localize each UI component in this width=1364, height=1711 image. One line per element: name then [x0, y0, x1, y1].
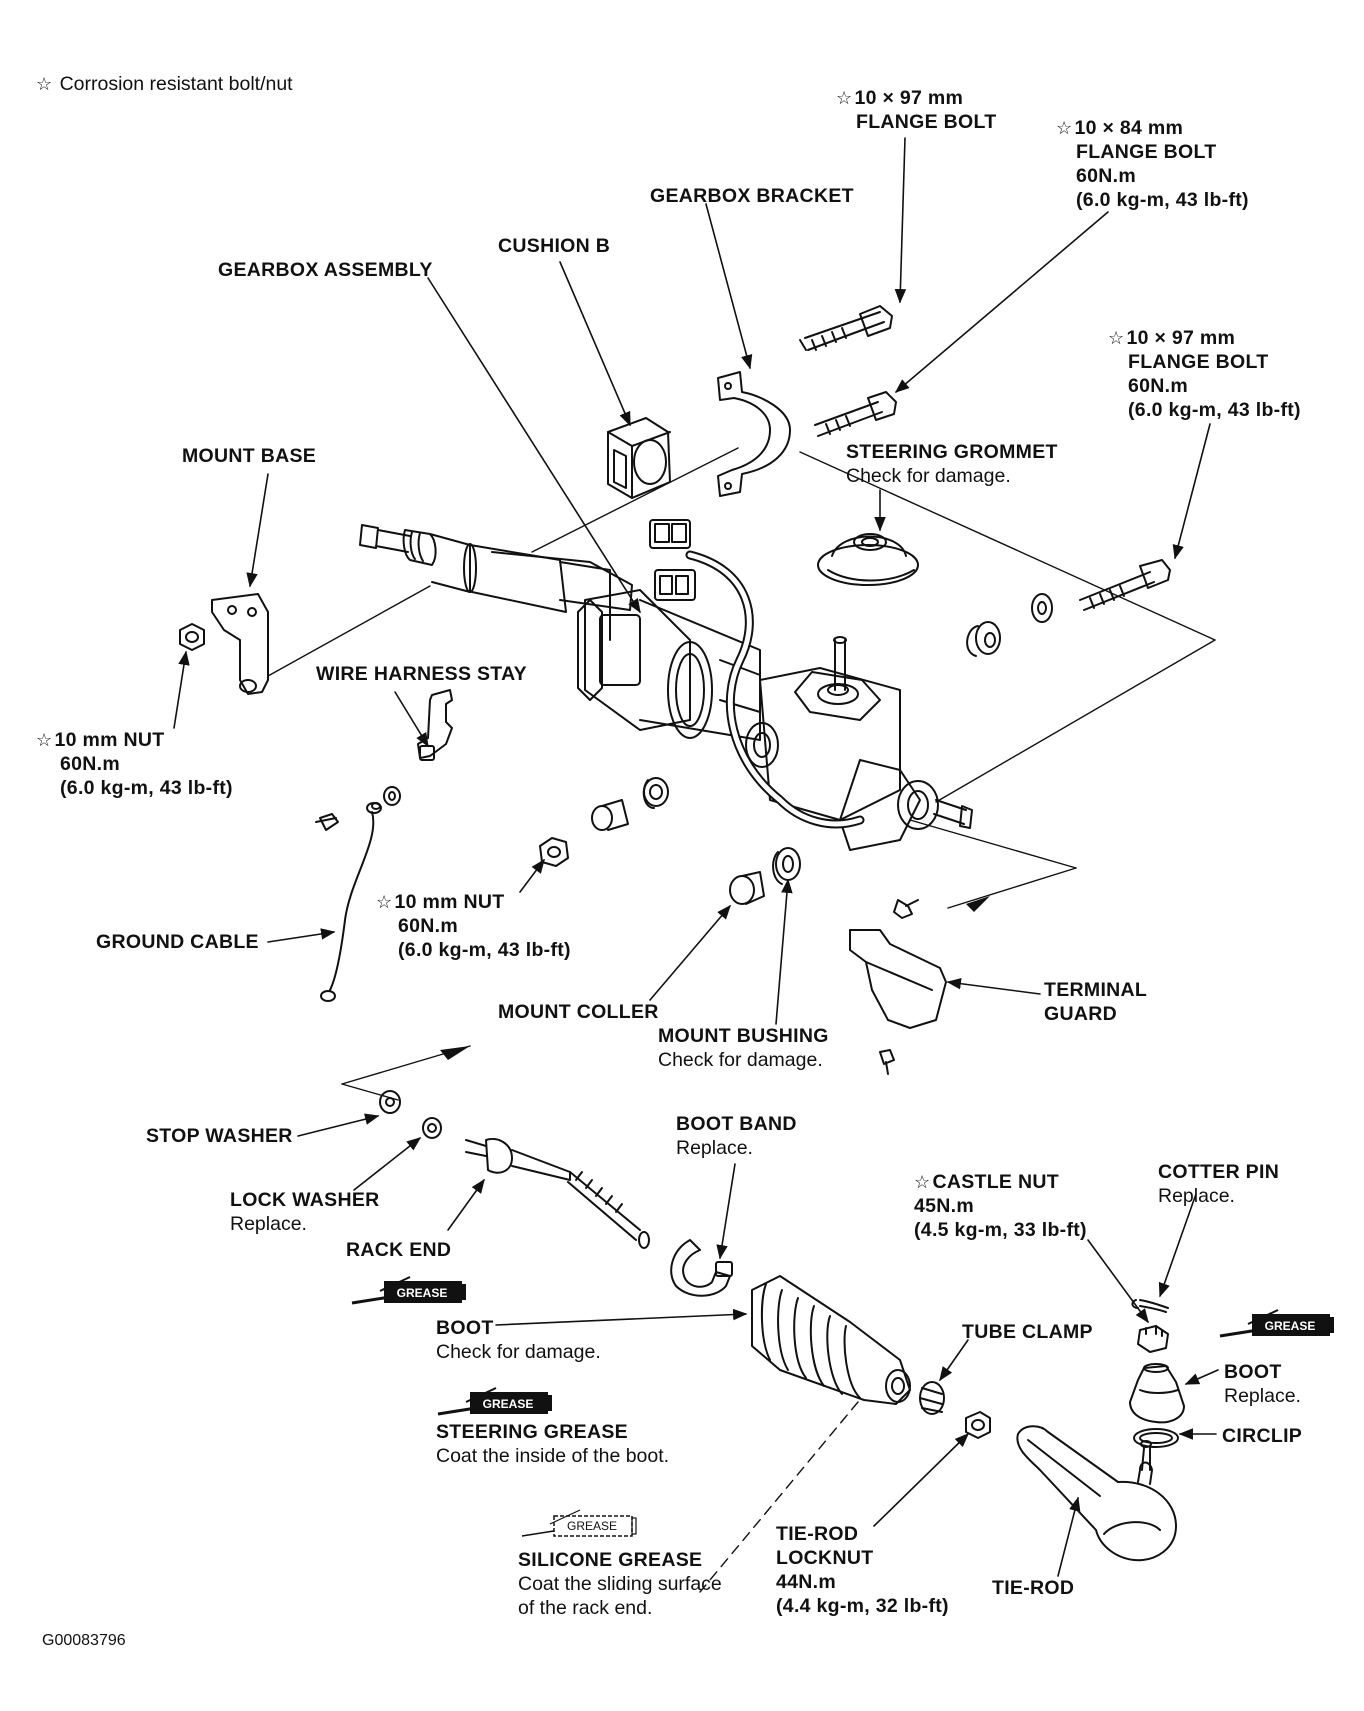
- label-stop-washer: STOP WASHER: [146, 1125, 293, 1147]
- center-lines: [267, 447, 1216, 1593]
- circlip-part: [1133, 1428, 1179, 1448]
- grease-icon-label: GREASE: [567, 1519, 617, 1533]
- label-flange-bolt-top: ☆10 × 97 mm FLANGE BOLT: [836, 87, 997, 133]
- tierod-locknut-part: [965, 1411, 991, 1439]
- mount-base-part: [211, 593, 269, 695]
- terminal-guard-part: [849, 899, 947, 1075]
- label-boot-right: BOOT Replace.: [1224, 1361, 1301, 1407]
- label-flange-bolt-right: ☆10 × 97 mm FLANGE BOLT 60N.m (6.0 kg-m,…: [1108, 327, 1301, 421]
- label-rack-end: RACK END: [346, 1239, 452, 1261]
- label-mount-coller: MOUNT COLLER: [498, 1001, 659, 1023]
- boot-part: [751, 1275, 911, 1405]
- star-icon: ☆: [36, 74, 53, 94]
- label-cushion-b: CUSHION B: [498, 235, 611, 257]
- label-terminal-guard: TERMINAL GUARD: [1044, 979, 1148, 1025]
- label-tierod-locknut: TIE-ROD LOCKNUT 44N.m (4.4 kg-m, 32 lb-f…: [776, 1523, 949, 1617]
- label-nut-center: ☆10 mm NUT 60N.m (6.0 kg-m, 43 lb-ft): [376, 891, 571, 961]
- label-steering-grease: STEERING GREASE Coat the inside of the b…: [436, 1421, 670, 1467]
- legend: ☆ Corrosion resistant bolt/nut: [36, 72, 293, 96]
- label-circlip: CIRCLIP: [1222, 1425, 1303, 1447]
- label-cotter-pin: COTTER PIN Replace.: [1158, 1161, 1280, 1207]
- castle-nut-part: [1137, 1325, 1169, 1353]
- grease-icon-label: GREASE: [483, 1397, 534, 1411]
- silicone-grease-icon: GREASE: [521, 1509, 637, 1537]
- flange-bolt-top-part: [799, 305, 893, 351]
- grease-icon-label: GREASE: [1265, 1319, 1316, 1333]
- flange-bolt-84-part: [814, 391, 897, 437]
- steering-grommet-part: [817, 533, 919, 586]
- label-boot-band: BOOT BAND Replace.: [676, 1113, 797, 1159]
- leader-lines: [173, 137, 1219, 1577]
- label-mount-bushing: MOUNT BUSHING Check for damage.: [658, 1025, 829, 1071]
- rack-end-part: [465, 1138, 650, 1249]
- lock-washer-part: [422, 1117, 442, 1139]
- stop-washer-part: [379, 1090, 401, 1114]
- label-steering-grommet: STEERING GROMMET Check for damage.: [846, 441, 1058, 487]
- label-tube-clamp: TUBE CLAMP: [962, 1321, 1093, 1343]
- figure-code: G00083796: [42, 1632, 126, 1649]
- cushion-b-part: [607, 417, 671, 499]
- label-ground-cable: GROUND CABLE: [96, 931, 259, 953]
- label-wire-harness-stay: WIRE HARNESS STAY: [316, 663, 527, 685]
- label-castle-nut: ☆CASTLE NUT 45N.m (4.5 kg-m, 33 lb-ft): [914, 1171, 1087, 1241]
- tube-clamp-part: [919, 1381, 945, 1415]
- ground-washers-part: [371, 786, 401, 810]
- label-gearbox-assembly: GEARBOX ASSEMBLY: [218, 259, 433, 281]
- nut-center-part: [539, 837, 569, 867]
- nut-left-part: [179, 623, 205, 651]
- wire-harness-stay-part: [417, 689, 453, 761]
- grease-icon-label: GREASE: [397, 1286, 448, 1300]
- label-silicone-grease: SILICONE GREASE Coat the sliding surface…: [518, 1549, 722, 1619]
- cotter-pin-part: [1131, 1299, 1169, 1313]
- gearbox-assembly-part: [359, 519, 973, 851]
- label-boot: BOOT Check for damage.: [436, 1317, 601, 1363]
- legend-text: Corrosion resistant bolt/nut: [59, 73, 293, 95]
- ground-cable-part: [315, 802, 382, 1002]
- label-nut-left: ☆10 mm NUT 60N.m (6.0 kg-m, 43 lb-ft): [36, 729, 233, 799]
- label-mount-base: MOUNT BASE: [182, 445, 317, 467]
- right-bushing-part: [966, 593, 1053, 657]
- grease-gun-icon-boot: GREASE: [437, 1387, 552, 1416]
- label-gearbox-bracket: GEARBOX BRACKET: [650, 185, 854, 207]
- label-tierod: TIE-ROD: [992, 1577, 1075, 1599]
- grease-gun-icon-rack-end: GREASE: [351, 1276, 466, 1305]
- mount-collars-part: [591, 777, 801, 905]
- label-flange-bolt-84: ☆10 × 84 mm FLANGE BOLT 60N.m (6.0 kg-m,…: [1056, 117, 1249, 211]
- label-lock-washer: LOCK WASHER Replace.: [230, 1189, 380, 1235]
- tierod-part: [1016, 1425, 1177, 1562]
- grease-gun-icon-ball-joint: GREASE: [1219, 1309, 1334, 1338]
- boot-right-part: [1129, 1363, 1185, 1424]
- gearbox-bracket-part: [717, 371, 791, 497]
- boot-band-part: [670, 1239, 733, 1297]
